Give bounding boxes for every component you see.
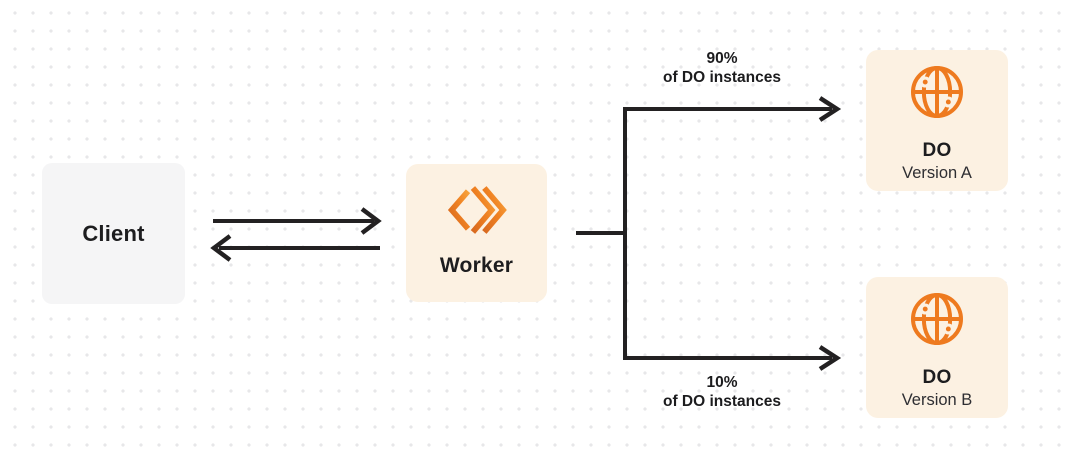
arrow-worker-to-client-head xyxy=(210,234,232,262)
globe-icon xyxy=(910,65,964,119)
do-version-a-node: DO Version A xyxy=(866,50,1008,191)
workers-chevrons-icon xyxy=(447,186,507,234)
worker-node: Worker xyxy=(406,164,547,302)
edge-label-90-line1: 90% xyxy=(706,50,738,67)
arrow-client-to-worker-head xyxy=(360,207,382,235)
edge-label-90-line2: of DO instances xyxy=(663,69,781,86)
edge-label-90-percent: 90% of DO instances xyxy=(602,49,842,87)
do-b-subtitle: Version B xyxy=(901,391,973,409)
edge-label-10-line1: 10% xyxy=(706,374,738,391)
client-node: Client xyxy=(42,163,185,304)
edge-label-10-percent: 10% of DO instances xyxy=(602,373,842,411)
edge-label-10-line2: of DO instances xyxy=(663,393,781,410)
worker-label: Worker xyxy=(439,254,514,277)
do-b-title: DO xyxy=(922,367,952,388)
arrow-to-do-a-head xyxy=(818,96,842,122)
client-label: Client xyxy=(82,220,145,246)
branch-trunk-line xyxy=(576,109,627,358)
do-a-title: DO xyxy=(922,140,952,161)
arrow-to-do-b-head xyxy=(818,345,842,371)
globe-icon xyxy=(910,292,964,346)
do-a-subtitle: Version A xyxy=(902,164,972,182)
do-version-b-node: DO Version B xyxy=(866,277,1008,418)
